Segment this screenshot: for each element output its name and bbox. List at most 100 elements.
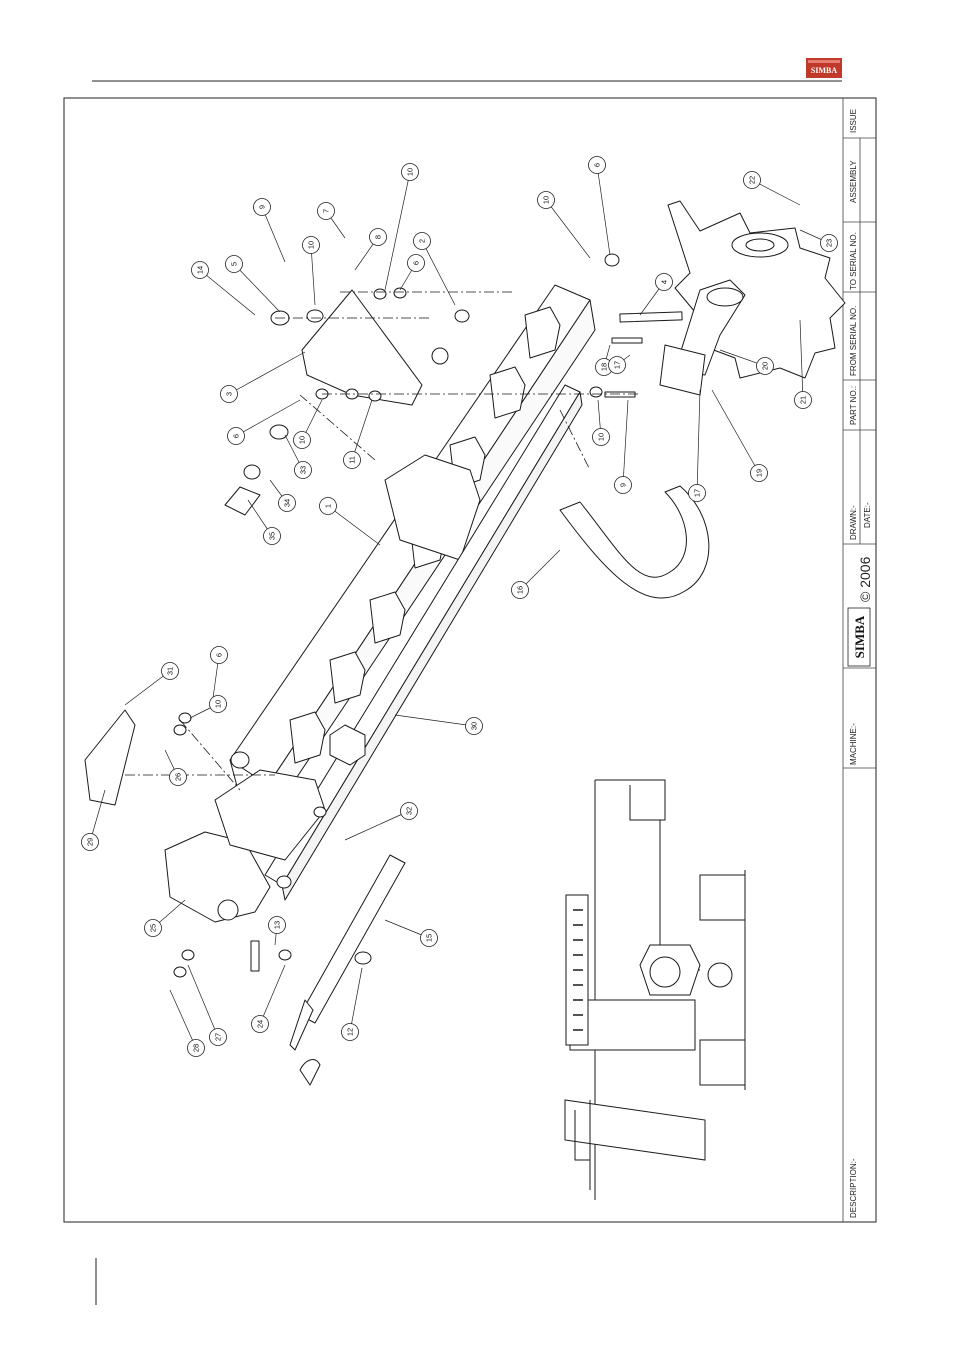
- balloon-leader: [328, 506, 380, 545]
- balloon-10: 10: [593, 400, 610, 446]
- balloon-leader: [395, 715, 474, 726]
- balloon-number: 6: [232, 434, 241, 438]
- balloon-number: 23: [825, 239, 834, 247]
- balloon-number: 6: [593, 163, 602, 167]
- balloon-31: 31: [125, 663, 179, 706]
- balloon-17: 17: [689, 390, 706, 502]
- balloon-27: 27: [188, 965, 227, 1046]
- balloon-number: 26: [174, 773, 183, 781]
- balloon-34: 34: [270, 480, 296, 512]
- balloon-number: 1: [324, 504, 333, 508]
- balloon-23: 23: [800, 230, 838, 252]
- scraper: [85, 710, 135, 805]
- balloon-leader: [597, 165, 610, 255]
- balloon-number: 34: [283, 499, 292, 507]
- balloon-10: 10: [294, 400, 323, 449]
- balloon-number: 17: [613, 361, 622, 369]
- balloon-leader: [234, 264, 280, 312]
- balloon-number: 35: [268, 532, 277, 540]
- balloon-5: 5: [226, 256, 281, 313]
- balloon-32: 32: [345, 803, 418, 841]
- description-label: DESCRIPTION:-: [849, 1158, 858, 1218]
- title-block-logo-text: SIMBA: [852, 615, 867, 658]
- balloon-24: 24: [252, 965, 286, 1033]
- balloon-number: 7: [322, 209, 331, 213]
- balloon-leader: [697, 390, 700, 493]
- balloon-leader: [188, 965, 218, 1037]
- balloon-10: 10: [190, 696, 227, 719]
- to-serial-label: TO SERIAL NO.: [849, 232, 858, 290]
- balloon-leader: [350, 968, 362, 1032]
- exploded-assembly: [85, 201, 845, 1085]
- balloon-number: 32: [405, 807, 414, 815]
- balloon-number: 10: [406, 168, 415, 176]
- assembly-label: ASSEMBLY: [849, 160, 858, 203]
- balloon-number: 12: [346, 1028, 355, 1036]
- balloon-leader: [422, 241, 455, 305]
- drawn-label: DRAWN:-: [849, 505, 858, 540]
- balloon-number: 28: [192, 1044, 201, 1052]
- balloon-number: 11: [348, 456, 357, 464]
- balloon-15: 15: [385, 920, 438, 947]
- balloon-leader: [229, 352, 305, 394]
- inset-assembled-view: [565, 780, 745, 1200]
- balloon-number: 14: [196, 266, 205, 274]
- balloon-9: 9: [615, 400, 632, 494]
- balloon-4: 4: [640, 274, 673, 316]
- copyright-text: © 2006: [857, 556, 873, 602]
- balloon-6: 6: [589, 157, 611, 256]
- from-serial-label: FROM SERIAL NO.: [849, 306, 858, 376]
- balloon-leader: [262, 207, 285, 262]
- balloon-7: 7: [318, 203, 346, 239]
- balloon-number: 22: [748, 176, 757, 184]
- balloon-number: 31: [166, 667, 175, 675]
- balloon-13: 13: [269, 917, 286, 946]
- balloon-6: 6: [228, 400, 301, 445]
- balloon-number: 15: [425, 934, 434, 942]
- balloon-leader: [352, 400, 372, 460]
- balloon-number: 9: [619, 483, 628, 487]
- balloon-number: 20: [761, 362, 770, 370]
- balloon-22: 22: [744, 172, 801, 206]
- balloon-number: 13: [273, 921, 282, 929]
- balloon-10: 10: [303, 237, 320, 306]
- balloon-number: 27: [214, 1033, 223, 1041]
- title-block-logo: SIMBA: [848, 608, 870, 666]
- balloon-number: 19: [755, 469, 764, 477]
- balloon-number: 30: [470, 722, 479, 730]
- balloon-number: 33: [299, 466, 308, 474]
- balloon-number: 16: [516, 586, 525, 594]
- balloon-number: 18: [600, 363, 609, 371]
- issue-label: ISSUE: [849, 109, 858, 133]
- balloon-number: 17: [693, 489, 702, 497]
- balloon-number: 2: [418, 239, 427, 243]
- balloon-leader: [385, 172, 410, 290]
- balloon-number: 6: [215, 653, 224, 657]
- balloon-3: 3: [221, 352, 306, 403]
- s-tine: [560, 486, 709, 598]
- balloon-number: 29: [86, 838, 95, 846]
- part-no-label: PART NO.:: [849, 386, 858, 425]
- balloon-number: 24: [256, 1020, 265, 1028]
- balloon-10: 10: [538, 192, 591, 259]
- balloon-leader: [200, 270, 255, 315]
- balloon-35: 35: [248, 500, 281, 545]
- balloon-30: 30: [395, 715, 483, 735]
- balloon-25: 25: [145, 900, 186, 937]
- balloon-12: 12: [342, 968, 363, 1041]
- balloon-17: 17: [609, 355, 631, 374]
- balloon-number: 25: [149, 924, 158, 932]
- balloon-leader: [623, 400, 628, 485]
- balloon-number: 4: [660, 280, 669, 284]
- balloon-28: 28: [170, 990, 205, 1057]
- balloon-6: 6: [400, 255, 425, 291]
- balloon-number: 6: [412, 261, 421, 265]
- balloon-1: 1: [320, 498, 381, 546]
- balloon-19: 19: [712, 390, 768, 482]
- balloon-leader: [236, 400, 300, 436]
- balloon-number: 10: [597, 433, 606, 441]
- balloon-number: 3: [225, 392, 234, 396]
- balloon-leader: [712, 390, 759, 473]
- machine-label: MACHINE:-: [849, 723, 858, 765]
- balloon-number: 8: [374, 235, 383, 239]
